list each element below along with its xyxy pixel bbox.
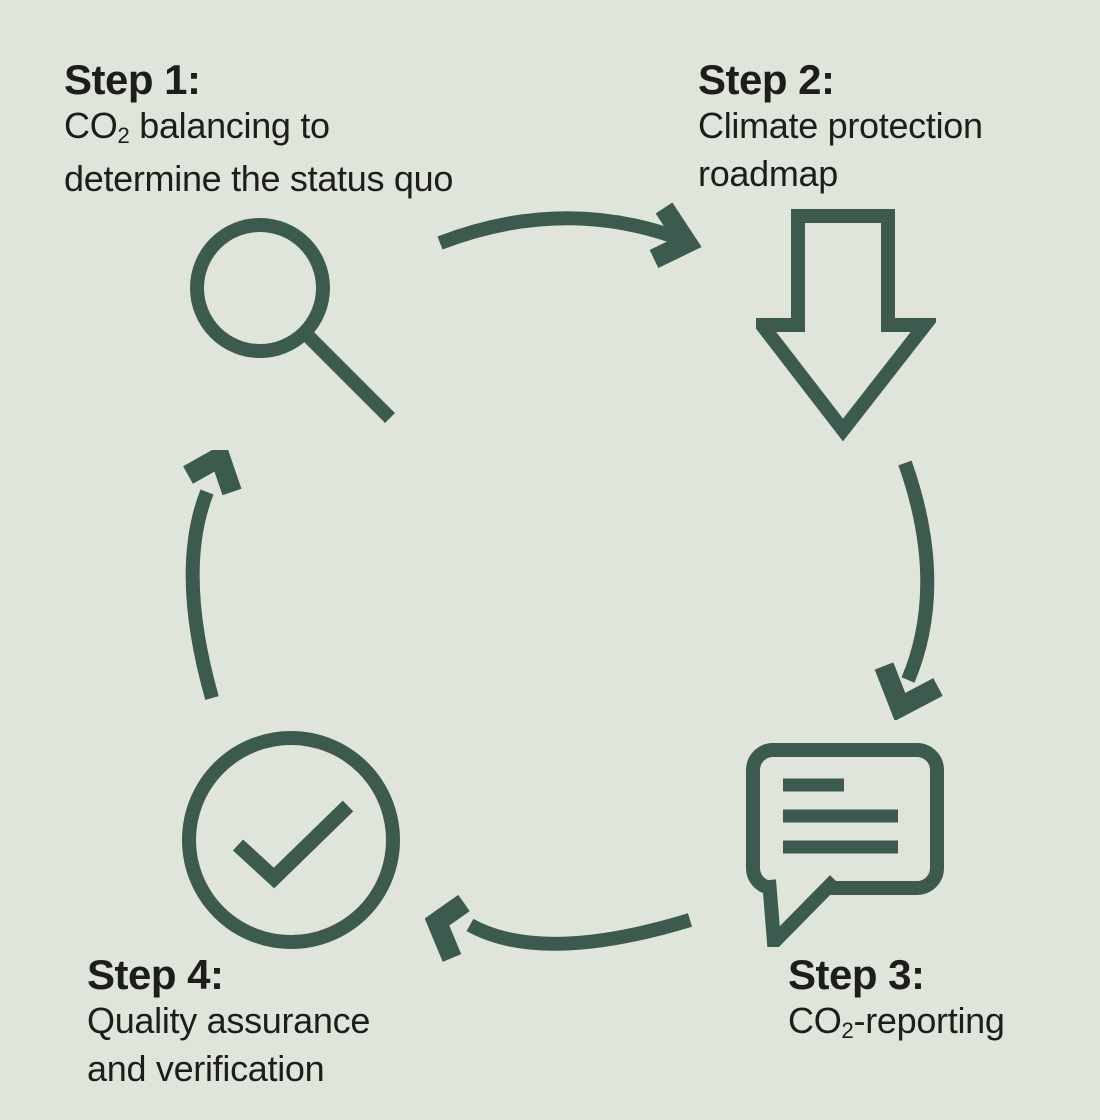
magnifying-glass-icon bbox=[190, 218, 395, 423]
step4-heading: Step 4: bbox=[87, 951, 224, 998]
step3-heading: Step 3: bbox=[788, 951, 925, 998]
step1-line2: determine the status quo bbox=[64, 158, 454, 199]
step1-line1: CO2 balancing to bbox=[64, 105, 330, 148]
step4-line1: Quality assurance bbox=[87, 1000, 371, 1041]
arrow-step2-to-step3-icon bbox=[874, 460, 943, 720]
step2-heading: Step 2: bbox=[698, 56, 835, 103]
co2-subscript: 2 bbox=[841, 1017, 854, 1043]
speech-bubble-icon bbox=[746, 743, 944, 947]
step4-label: Step 4: Quality assurance and verificati… bbox=[87, 953, 370, 1093]
check-circle-icon bbox=[182, 731, 400, 949]
step2-line2: roadmap bbox=[698, 153, 838, 194]
block-arrow-down-icon bbox=[756, 209, 936, 441]
step2-line1: Climate protection bbox=[698, 105, 983, 146]
step3-line1: CO2-reporting bbox=[788, 1000, 1005, 1043]
step1-label: Step 1: CO2 balancing to determine the s… bbox=[64, 58, 453, 203]
step4-line2: and verification bbox=[87, 1048, 325, 1089]
arrow-step3-to-step4-icon bbox=[425, 894, 693, 962]
step2-label: Step 2: Climate protection roadmap bbox=[698, 58, 983, 198]
step3-label: Step 3: CO2-reporting bbox=[788, 953, 1005, 1050]
co2-subscript: 2 bbox=[117, 122, 130, 148]
arrow-step4-to-step1-icon bbox=[183, 450, 242, 700]
arrow-step1-to-step2-icon bbox=[437, 202, 702, 268]
step1-heading: Step 1: bbox=[64, 56, 201, 103]
